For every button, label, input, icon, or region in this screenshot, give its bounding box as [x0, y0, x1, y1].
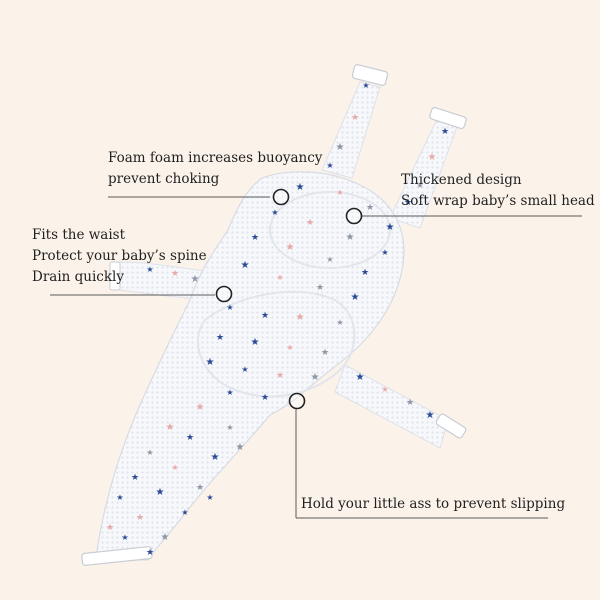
star-print-icon: ★	[166, 422, 175, 433]
callout-waist-line-3: Drain quickly	[32, 269, 124, 285]
star-print-icon: ★	[326, 255, 333, 264]
star-print-icon: ★	[156, 487, 165, 498]
star-print-icon: ★	[226, 423, 233, 432]
star-print-icon: ★	[276, 371, 284, 381]
star-print-icon: ★	[146, 548, 154, 558]
star-print-icon: ★	[381, 248, 388, 257]
seat-pad	[196, 290, 356, 398]
star-print-icon: ★	[404, 198, 412, 208]
star-print-icon: ★	[336, 142, 345, 153]
clip-left-arm	[109, 261, 121, 291]
star-print-icon: ★	[236, 442, 245, 453]
star-print-icon: ★	[131, 473, 139, 483]
callout-thickened-line-2: Soft wrap baby’s small head	[401, 193, 595, 209]
star-print-icon: ★	[186, 433, 194, 443]
star-print-icon: ★	[426, 410, 435, 421]
star-print-icon: ★	[241, 260, 250, 271]
star-print-icon: ★	[181, 508, 188, 517]
star-print-icon: ★	[261, 311, 269, 321]
callout-foam-line-1: Foam foam increases buoyancy	[108, 150, 323, 166]
star-print-icon: ★	[316, 283, 324, 293]
star-print-icon: ★	[196, 483, 204, 493]
star-print-icon: ★	[326, 161, 333, 170]
star-print-icon: ★	[171, 463, 178, 472]
star-print-icon: ★	[216, 333, 224, 343]
callout-waist-line-1: Fits the waist	[32, 227, 126, 243]
star-print-icon: ★	[286, 343, 293, 352]
callout-thickened: Thickened design Soft wrap baby’s small …	[401, 170, 595, 212]
callout-waist: Fits the waist Protect your baby’s spine…	[32, 225, 207, 288]
star-print-icon: ★	[296, 312, 305, 323]
marker-waist	[215, 285, 233, 303]
star-print-icon: ★	[311, 372, 320, 383]
star-print-icon: ★	[406, 398, 414, 408]
star-print-icon: ★	[206, 357, 215, 368]
marker-slip	[288, 392, 306, 410]
clip-top-right	[429, 106, 467, 130]
star-print-icon: ★	[146, 448, 153, 457]
star-print-icon: ★	[261, 393, 269, 403]
marker-thickened	[345, 207, 363, 225]
star-print-icon: ★	[116, 493, 123, 502]
star-print-icon: ★	[146, 265, 153, 274]
star-print-icon: ★	[136, 513, 144, 523]
star-print-icon: ★	[251, 233, 259, 243]
star-print-icon: ★	[381, 385, 388, 394]
star-print-icon: ★	[211, 452, 220, 463]
callout-foam: Foam foam increases buoyancy prevent cho…	[108, 148, 322, 190]
star-print-icon: ★	[171, 269, 179, 279]
star-print-icon: ★	[351, 113, 359, 123]
lower-right-strap	[334, 364, 449, 449]
star-print-icon: ★	[161, 532, 170, 543]
star-print-icon: ★	[241, 365, 248, 374]
star-print-icon: ★	[362, 81, 369, 90]
star-print-icon: ★	[336, 188, 343, 197]
star-print-icon: ★	[416, 181, 423, 190]
star-print-icon: ★	[336, 318, 343, 327]
callout-thickened-line-1: Thickened design	[401, 172, 522, 188]
star-print-icon: ★	[386, 222, 395, 233]
star-print-icon: ★	[351, 292, 360, 303]
star-print-icon: ★	[121, 533, 128, 542]
star-print-icon: ★	[361, 268, 369, 278]
marker-foam	[272, 188, 290, 206]
star-print-icon: ★	[106, 523, 114, 533]
star-pattern: ★★★★★★★★★★★★★★★★★★★★★★★★★★★★★★★★★★★★★★★★…	[106, 81, 449, 558]
star-print-icon: ★	[196, 402, 205, 413]
star-print-icon: ★	[356, 372, 365, 383]
clip-lower-right	[435, 413, 467, 439]
star-print-icon: ★	[296, 182, 305, 193]
callout-waist-line-2: Protect your baby’s spine	[32, 248, 207, 264]
callout-slip-line-1: Hold your little ass to prevent slipping	[301, 496, 566, 512]
clip-top-left	[351, 64, 389, 86]
star-print-icon: ★	[441, 127, 449, 137]
head-pad	[269, 191, 391, 269]
star-print-icon: ★	[346, 232, 355, 243]
upper-left-strap	[321, 81, 381, 179]
clip-bottom-left	[81, 546, 153, 566]
star-print-icon: ★	[428, 152, 437, 163]
star-print-icon: ★	[226, 303, 233, 312]
star-print-icon: ★	[271, 208, 278, 217]
callout-slip: Hold your little ass to prevent slipping	[301, 494, 565, 515]
star-print-icon: ★	[321, 348, 329, 358]
star-print-icon: ★	[251, 337, 260, 348]
star-print-icon: ★	[206, 493, 213, 502]
star-print-icon: ★	[226, 388, 233, 397]
star-print-icon: ★	[191, 274, 200, 285]
star-print-icon: ★	[366, 203, 374, 213]
star-print-icon: ★	[286, 242, 295, 253]
callout-foam-line-2: prevent choking	[108, 171, 220, 187]
star-print-icon: ★	[276, 273, 283, 282]
star-print-icon: ★	[306, 218, 314, 228]
